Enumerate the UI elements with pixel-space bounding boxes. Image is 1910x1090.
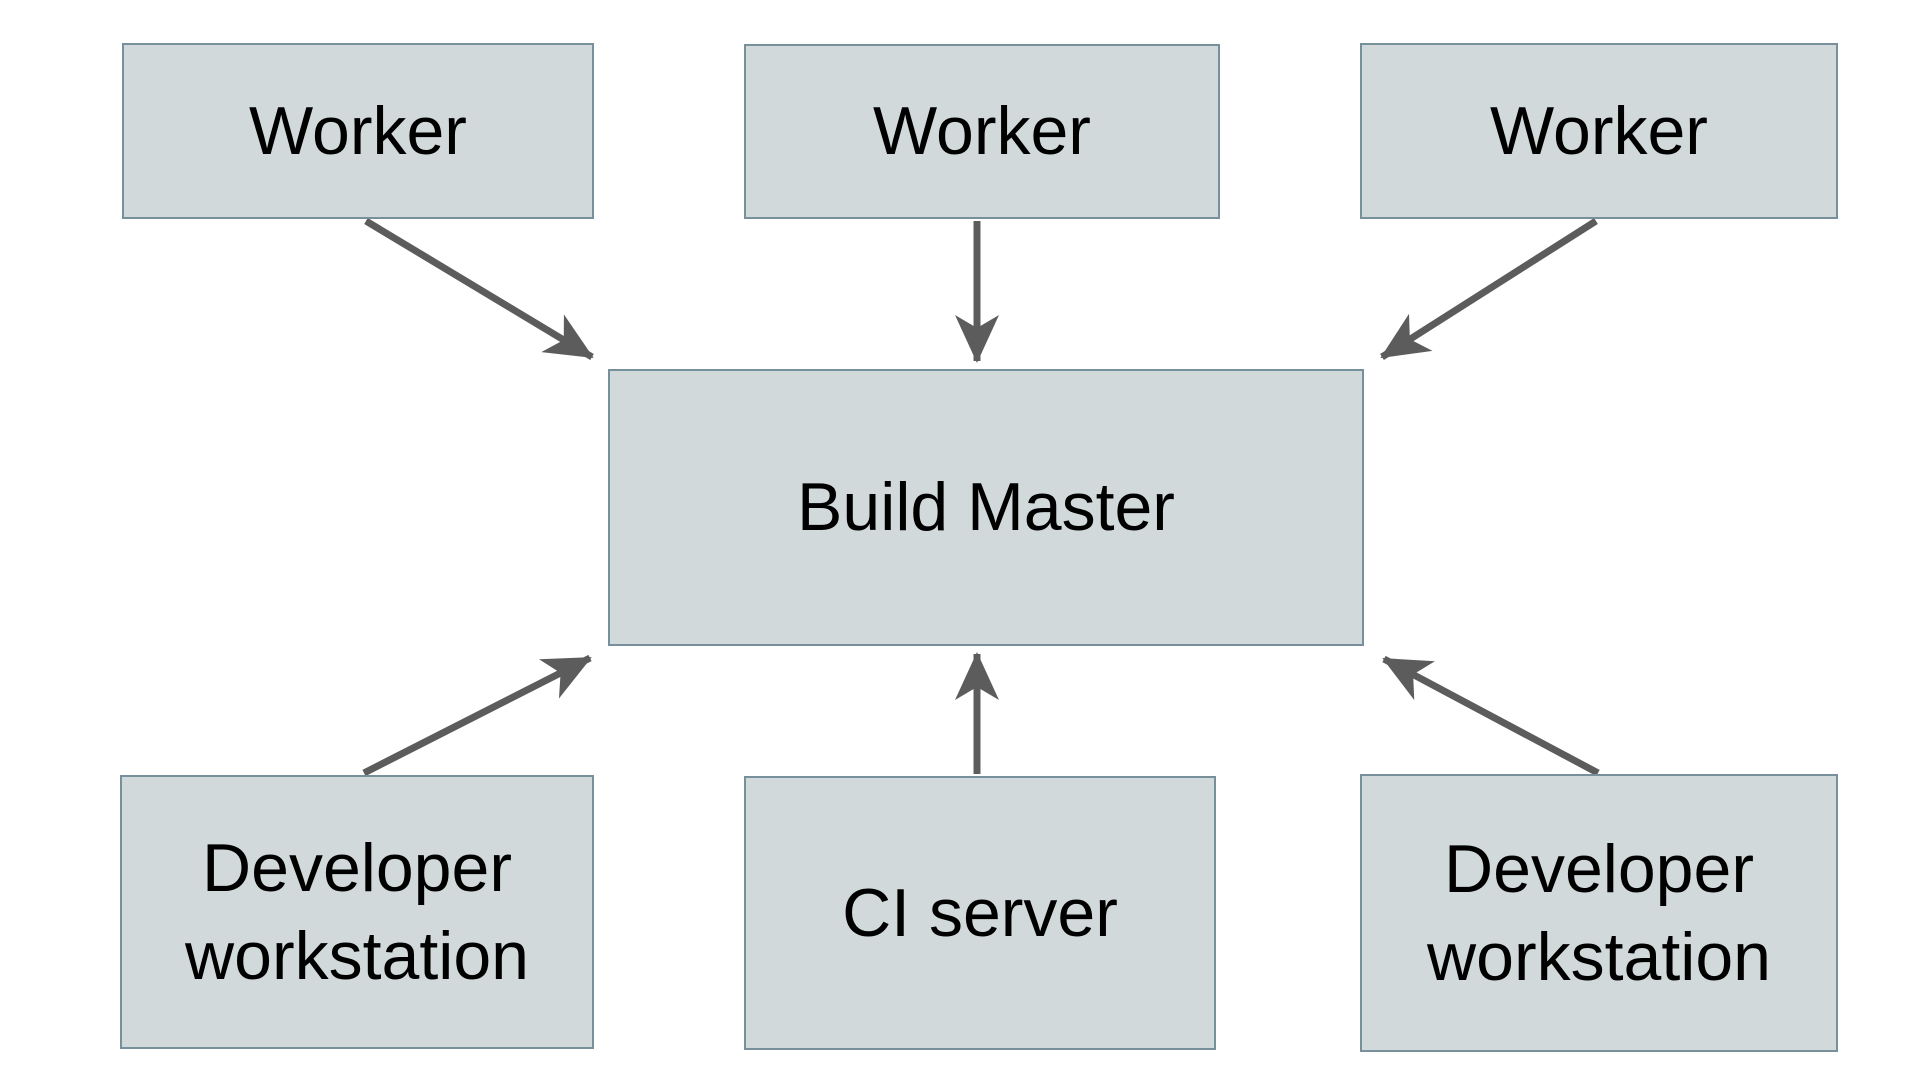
node-worker-2: Worker: [744, 44, 1220, 219]
edge-worker-3-to-build-master: [1380, 218, 1598, 360]
node-ci-server-label: CI server: [842, 874, 1118, 951]
node-ci-server: CI server: [744, 776, 1216, 1050]
node-worker-2-label: Worker: [873, 93, 1091, 170]
edge-developer-workstation-left-to-build-master: [362, 654, 592, 777]
node-build-master-label: Build Master: [797, 469, 1175, 546]
node-build-master: Build Master: [608, 369, 1364, 646]
node-worker-1-label: Worker: [249, 92, 467, 169]
node-worker-3: Worker: [1360, 43, 1838, 219]
edge-developer-workstation-right-to-build-master: [1382, 655, 1600, 777]
node-worker-3-label: Worker: [1490, 92, 1708, 169]
node-worker-1: Worker: [122, 43, 594, 219]
node-developer-workstation-right: Developer workstation: [1360, 774, 1838, 1052]
node-developer-workstation-right-label: Developer workstation: [1427, 830, 1771, 995]
edge-worker-1-to-build-master: [364, 218, 594, 360]
node-developer-workstation-left: Developer workstation: [120, 775, 594, 1049]
node-developer-workstation-left-label: Developer workstation: [185, 829, 529, 994]
